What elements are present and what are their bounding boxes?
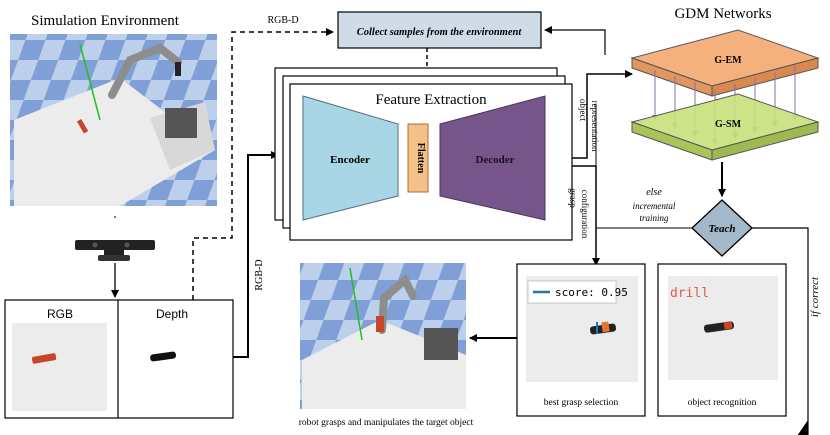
flatten-label: Flatten: [415, 143, 426, 174]
object-representation-label-1: object: [578, 99, 588, 121]
simulation-environment-image: [10, 34, 217, 206]
rgbd-solid-arrow: [233, 151, 279, 358]
else-label: else: [646, 187, 662, 198]
encoder-label: Encoder: [330, 154, 370, 166]
incremental-label-1: incremental: [633, 201, 676, 211]
depth-panel-title: Depth: [156, 307, 188, 321]
collect-samples-box: [337, 11, 542, 49]
rgb-image: [12, 323, 107, 411]
robot-held-drill: [376, 316, 384, 332]
feature-extraction-title: Feature Extraction: [375, 92, 487, 108]
grasp-configuration-label-2: configuration: [580, 190, 590, 239]
flatten-block: [407, 123, 429, 193]
encoder-block: [302, 95, 399, 221]
if-correct-label: if correct: [809, 276, 821, 317]
rgb-panel-title: RGB: [47, 307, 73, 321]
robot-bin: [424, 328, 458, 360]
sim-drill-object: [76, 118, 89, 134]
drill-label: drill: [670, 286, 709, 301]
decoder-block: [439, 95, 546, 221]
object-recognition-caption: object recognition: [688, 398, 757, 408]
rgb-drill-object: [31, 353, 57, 364]
sim-env-title: Simulation Environment: [31, 13, 180, 29]
gsm-label: G-SM: [715, 119, 742, 130]
rgbd-top-label: RGB-D: [267, 15, 298, 26]
decoder-label: Decoder: [475, 154, 514, 166]
object-representation-arrow: [572, 70, 633, 159]
rgbd-dashed-arrow: [192, 28, 334, 300]
rgbd-side-label: RGB-D: [254, 259, 265, 290]
robot-manipulation-image: [300, 263, 466, 409]
gem-label: G-EM: [714, 55, 742, 66]
kinect-sensor-icon: [75, 240, 155, 261]
gdm-title: GDM Networks: [674, 6, 771, 22]
object-representation-label-2: representation: [590, 101, 600, 152]
incremental-label-2: training: [639, 213, 669, 223]
teach-decision: [691, 199, 753, 257]
depth-drill-object: [150, 351, 177, 362]
robot-caption: robot grasps and manipulates the target …: [299, 418, 474, 428]
sim-bin: [165, 108, 197, 138]
score-text: score: 0.95: [555, 286, 628, 299]
collect-samples-label: Collect samples from the environment: [357, 27, 523, 38]
best-grasp-caption: best grasp selection: [544, 398, 619, 408]
score-legend: [527, 280, 617, 304]
grasp-configuration-label-1: grasp: [568, 188, 578, 208]
teach-label: Teach: [708, 223, 735, 235]
